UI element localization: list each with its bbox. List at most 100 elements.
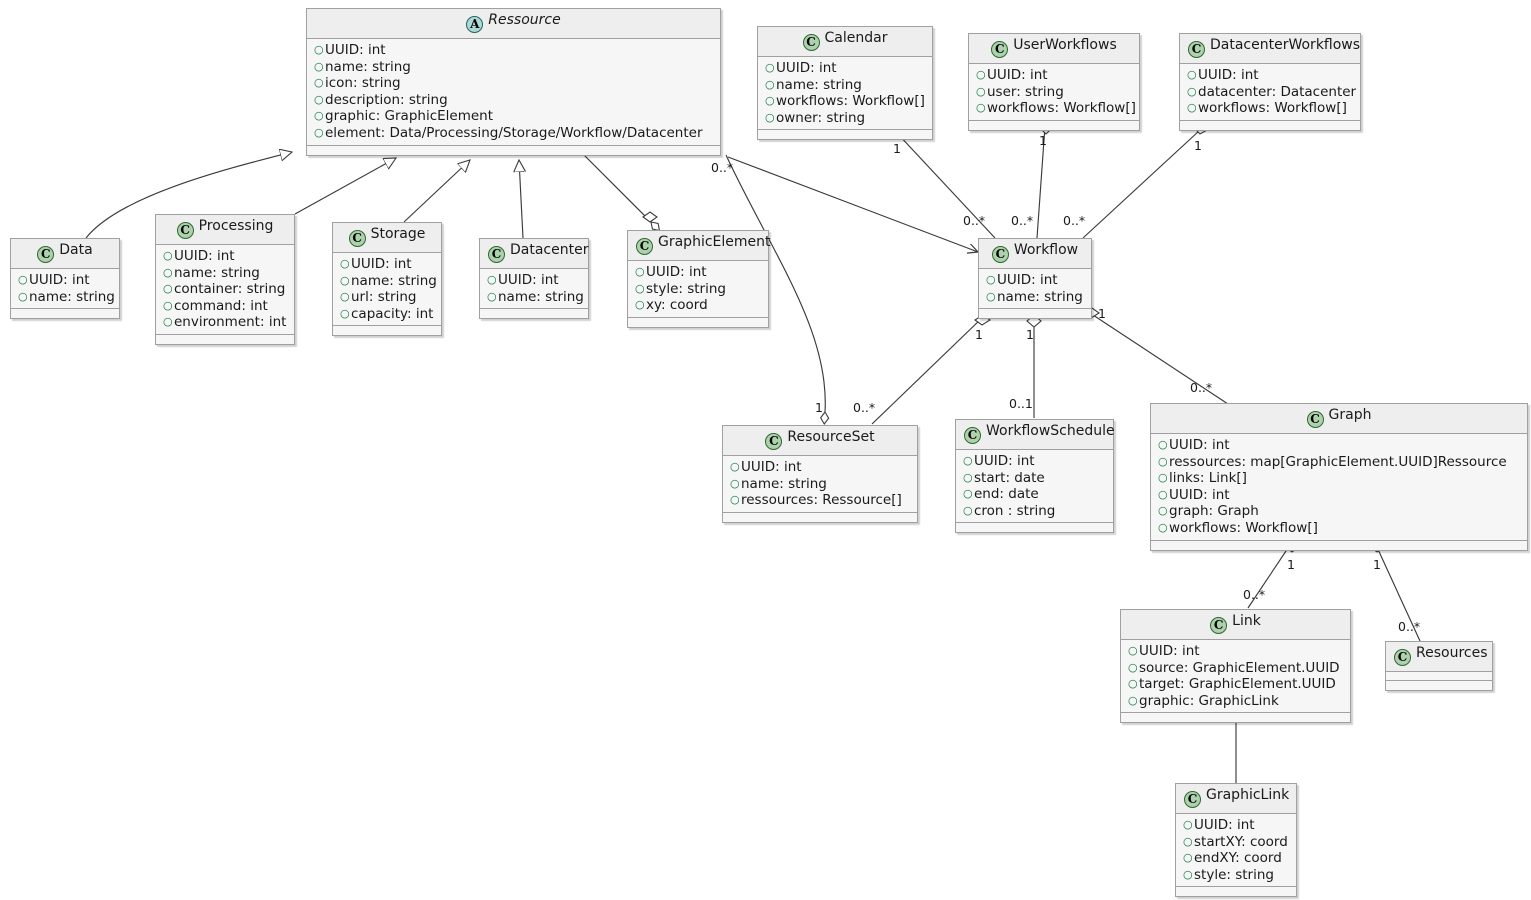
visibility-public-icon: ○ [730,460,740,473]
attribute-text: end: date [974,486,1039,503]
class-icon: C [176,222,194,239]
visibility-public-icon: ○ [314,43,324,56]
class-name: Data [59,242,93,258]
class-attribute: ○UUID: int [729,459,911,476]
attribute-text: workflows: Workflow[] [987,100,1136,117]
attribute-text: owner: string [776,109,866,126]
visibility-public-icon: ○ [487,273,497,286]
multiplicity-label: 1 [1194,138,1202,153]
attribute-text: name: string [997,288,1083,305]
class-attribute: ○UUID: int [1182,817,1290,834]
class-attribute: ○icon: string [313,75,714,92]
visibility-public-icon: ○ [976,101,986,115]
class-attribute: ○element: Data/Processing/Storage/Workfl… [313,125,714,142]
visibility-public-icon: ○ [163,249,173,262]
class-attributes-compartment: ○UUID: int○name: string○workflows: Workf… [758,57,932,131]
class-name: Datacenter [510,242,589,258]
visibility-public-icon: ○ [635,265,645,278]
multiplicity-label: 1 [1039,133,1047,148]
class-methods-compartment [628,317,768,327]
class-attribute: ○name: string [985,289,1085,306]
attribute-text: datacenter: Datacenter [1198,83,1357,100]
class-attribute: ○links: Link[] [1157,470,1521,487]
visibility-public-icon: ○ [1128,693,1138,707]
class-attribute: ○UUID: int [313,42,714,59]
attribute-text: UUID: int [1169,486,1230,503]
visibility-public-icon: ○ [1158,471,1168,485]
multiplicity-label: 0..* [853,400,876,415]
class-attribute: ○workflows: Workflow[] [1186,100,1354,117]
multiplicity-label: 1 [893,141,901,156]
attribute-text: UUID: int [776,60,837,76]
visibility-public-icon: ○ [635,298,645,312]
class-attribute: ○user: string [975,84,1133,101]
class-attribute: ○xy: coord [634,297,762,314]
visibility-public-icon: ○ [340,257,350,270]
class-attribute: ○workflows: Workflow[] [975,100,1136,117]
class-methods-compartment [723,512,917,522]
visibility-public-icon: ○ [314,76,324,90]
class-attribute: ○name: string [17,288,115,306]
class-methods-compartment [969,120,1139,130]
class-methods-compartment [480,309,588,319]
multiplicity-label: 1 [1373,557,1381,572]
class-name: WorkflowSchedule [986,423,1115,439]
class-attribute: ○end: date [962,486,1107,503]
attribute-text: name: string [498,288,584,305]
attribute-text: name: string [29,288,115,305]
multiplicity-label: 1 [1026,327,1034,342]
attribute-text: xy: coord [646,297,708,314]
class-attributes-compartment: ○UUID: int○name: string○url: string○capa… [333,253,441,327]
class-icon: C [1394,649,1411,666]
attribute-text: name: string [776,76,862,93]
visibility-public-icon: ○ [1158,504,1168,518]
class-attribute: ○name: string [764,77,926,94]
class-attribute: ○UUID: int [634,264,762,281]
class-name: GraphicElement [658,234,771,250]
visibility-public-icon: ○ [963,470,973,484]
class-methods-compartment [979,309,1091,319]
multiplicity-label: 1 [1287,557,1295,572]
class-attribute: ○capacity: int [339,306,435,323]
attribute-text: workflows: Workflow[] [1198,100,1347,117]
visibility-public-icon: ○ [340,306,350,320]
class-methods-compartment [1121,713,1350,723]
edge-processing-inherits-ressource [294,158,396,215]
edge-workflow-to-resourceset [871,317,983,425]
class-attributes-compartment: ○UUID: int○name: string○container: strin… [156,245,294,335]
class-name: Calendar [824,30,888,46]
class-attribute: ○UUID: int [764,60,926,77]
class-attributes-compartment: ○UUID: int○name: string○icon: string○des… [307,39,720,146]
visibility-public-icon: ○ [1183,867,1193,881]
class-attributes-compartment: ○UUID: int○name: string [480,269,588,310]
attribute-text: UUID: int [987,67,1048,83]
attribute-text: style: string [646,280,726,297]
class-attribute: ○startXY: coord [1182,834,1290,851]
attribute-text: endXY: coord [1194,850,1282,867]
attribute-text: command: int [174,297,268,314]
class-attributes-compartment: ○UUID: int○start: date○end: date○cron : … [956,450,1113,524]
attribute-text: container: string [174,281,286,298]
attribute-text: UUID: int [1169,437,1230,453]
